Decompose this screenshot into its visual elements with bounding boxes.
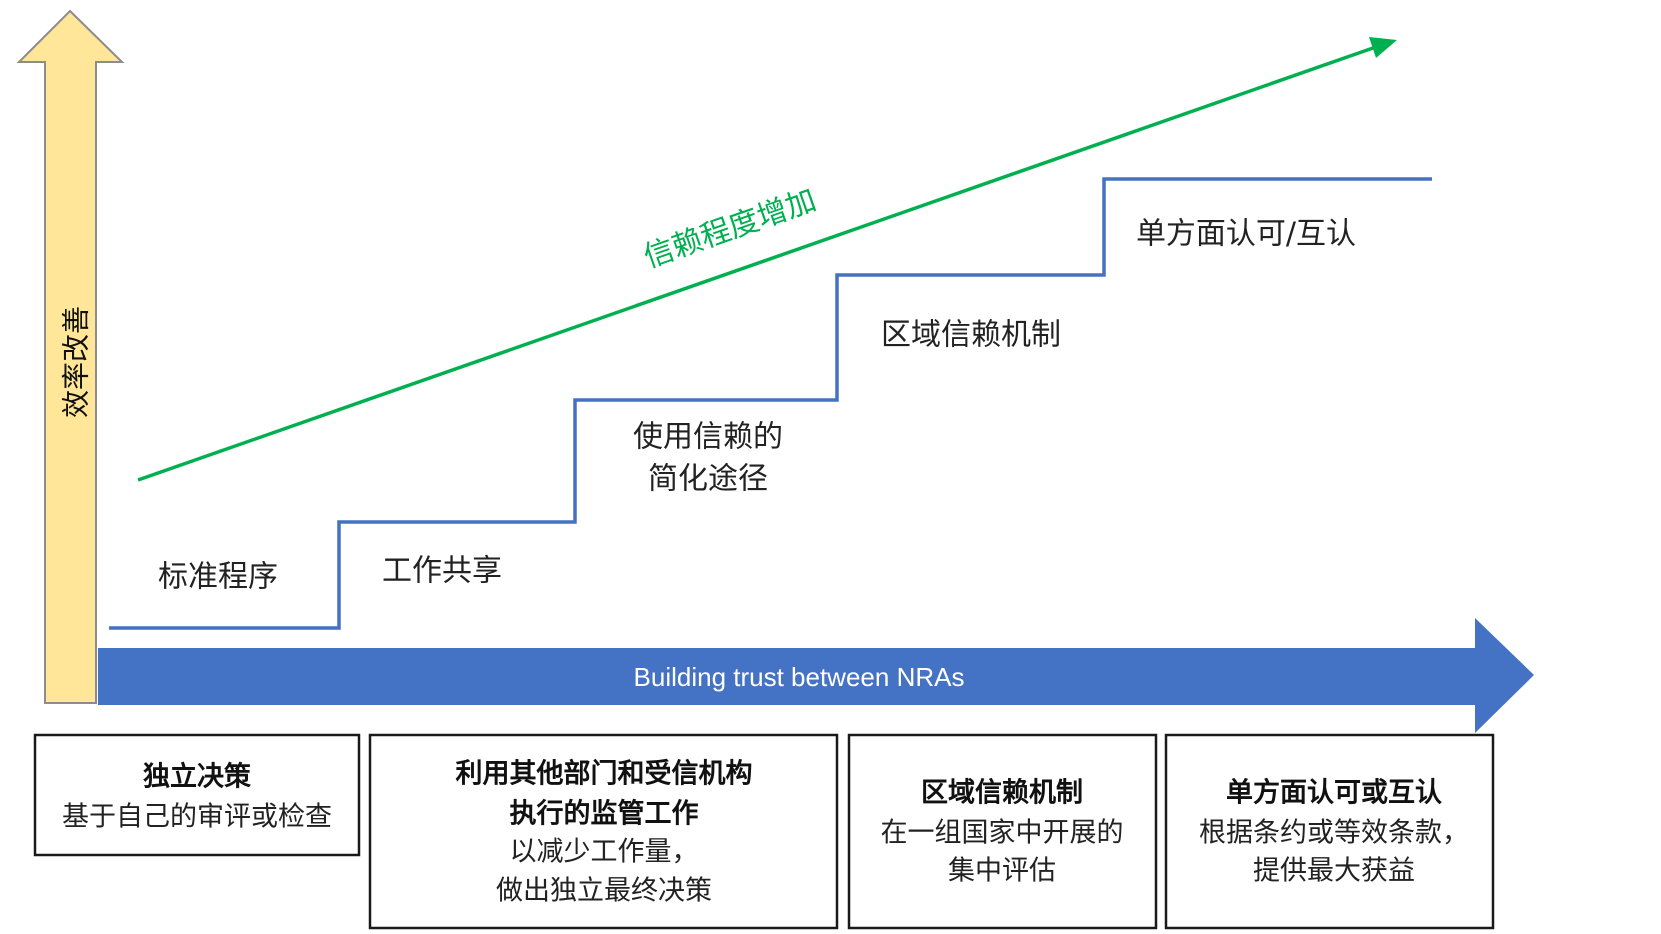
step-label-abridged-line-1: 使用信赖的 [633,420,783,455]
box-independent-decision [33,733,361,857]
box-reliance-work-title-1: 利用其他部门和受信机构 [456,758,753,790]
box-reliance-work-title-2: 执行的监管工作 [510,798,699,830]
step-label-work-sharing: 工作共享 [382,554,502,589]
step-label-standard: 标准程序 [158,560,278,595]
reliance-staircase [109,177,1432,630]
box-reliance-work [368,733,839,930]
box-recognition-title: 单方面认可或互认 [1226,777,1442,809]
box-recognition-body-1: 根据条约或等效条款， [1199,818,1469,849]
efficiency-arrow [16,9,125,704]
box-regional-reliance [847,733,1158,930]
box-reliance-work-body-1: 以减少工作量， [510,837,699,868]
step-label-regional: 区域信赖机制 [881,318,1061,353]
trust-building-arrow [98,618,1534,733]
trust-trend-label: 信赖程度增加 [639,183,820,276]
box-reliance-work-body-2: 做出独立最终决策 [496,876,712,907]
box-recognition [1164,733,1495,930]
box-regional-reliance-title: 区域信赖机制 [921,778,1083,809]
box-recognition-body-2: 提供最大获益 [1253,856,1415,887]
trust-building-label: Building trust between NRAs [634,662,965,692]
efficiency-label: 效率改善 [60,306,93,418]
step-label-recognition: 单方面认可/互认 [1136,217,1356,252]
box-regional-reliance-body-2: 集中评估 [948,856,1056,887]
box-independent-decision-title: 独立决策 [143,761,252,793]
trust-trend-line [137,46,1374,482]
box-independent-decision-body: 基于自己的审评或检查 [62,802,332,833]
box-regional-reliance-body-1: 在一组国家中开展的 [881,818,1124,849]
step-label-abridged-line-2: 简化途径 [648,462,768,497]
trust-trend-arrowhead [1369,37,1397,58]
